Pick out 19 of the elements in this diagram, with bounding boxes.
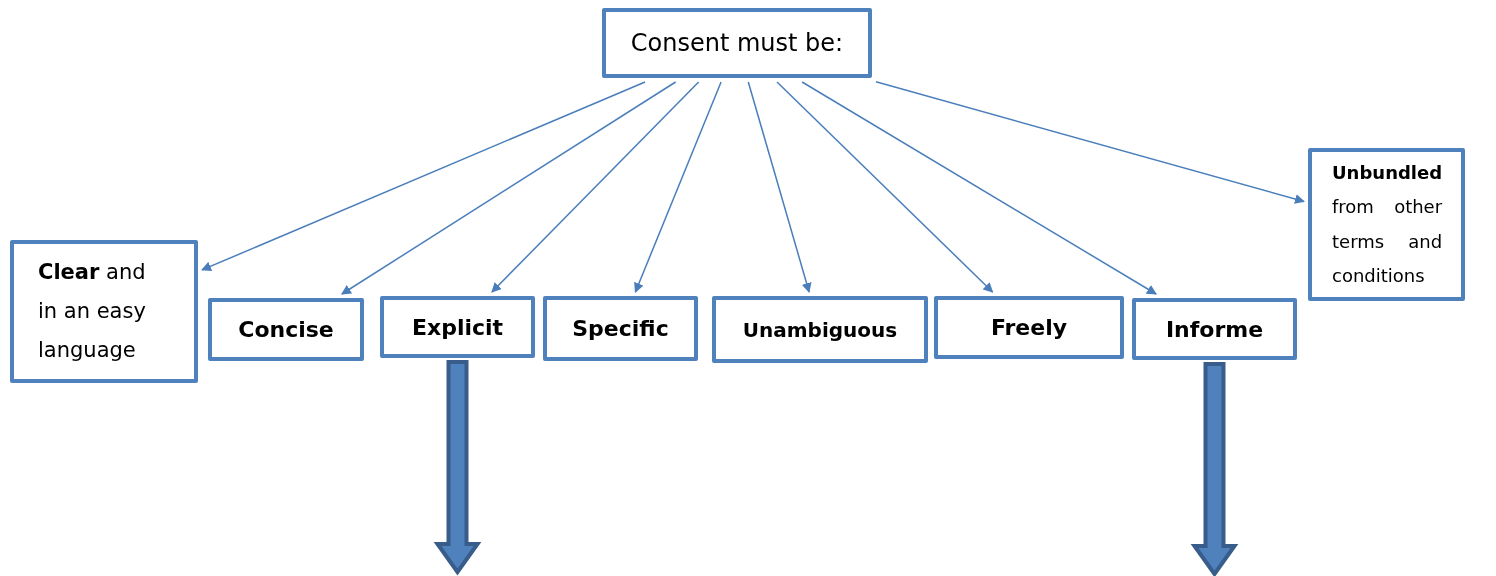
block-arrow: [433, 360, 482, 576]
arrow: [776, 81, 994, 293]
arrow: [491, 81, 700, 293]
block-arrow: [1190, 362, 1239, 576]
text-box: Freely: [934, 296, 1124, 359]
text-box: Informe: [1132, 298, 1297, 360]
arrow: [201, 81, 646, 271]
text-box: Unbundled from other terms and conditions: [1308, 148, 1465, 301]
text-box: Clear and in an easy language: [10, 240, 198, 383]
text-box: Explicit: [380, 296, 535, 358]
arrow: [341, 81, 677, 295]
text-box: Specific: [543, 296, 698, 361]
arrow: [801, 81, 1157, 295]
text-box: Concise: [208, 298, 364, 361]
text-box: Consent must be:: [602, 8, 872, 78]
arrow: [875, 81, 1305, 204]
arrow: [747, 81, 812, 293]
arrow: [634, 81, 722, 293]
text-box: Unambiguous: [712, 296, 928, 363]
